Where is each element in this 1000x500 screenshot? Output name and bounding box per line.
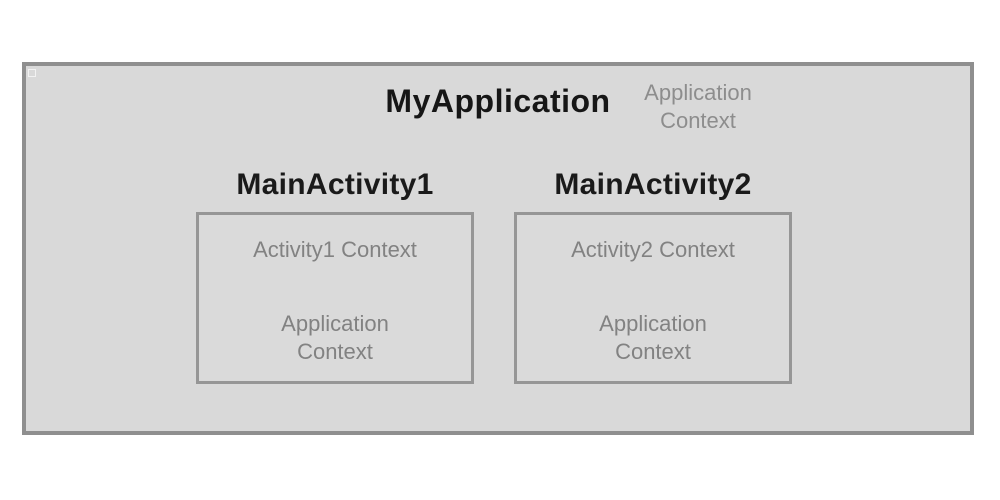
activity1-heading: MainActivity1 <box>236 168 434 201</box>
activity1-application-context-label: Application Context <box>281 311 389 364</box>
activity2-application-context-label: Application Context <box>599 311 707 364</box>
activity1-context-label: Activity1 Context <box>253 237 417 262</box>
activity2-heading: MainActivity2 <box>554 168 752 201</box>
activity1-context-box: Activity1 Context Application Context <box>196 212 474 384</box>
application-container-box: MyApplication Application Context MainAc… <box>22 62 974 435</box>
activity2-context-box: Activity2 Context Application Context <box>514 212 792 384</box>
activity2-context-label: Activity2 Context <box>571 237 735 262</box>
application-title: MyApplication <box>385 83 611 119</box>
selection-handle-artifact <box>28 69 36 77</box>
application-context-label: Application Context <box>644 80 752 133</box>
